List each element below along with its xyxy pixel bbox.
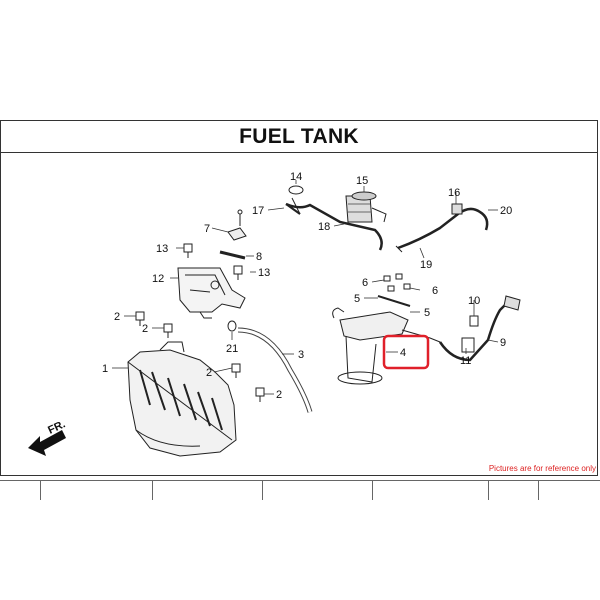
callout-number: 16 — [448, 187, 460, 199]
canister-hoses — [285, 185, 383, 251]
callout-number: 13 — [258, 267, 270, 279]
bolt — [255, 387, 265, 402]
callout-number: 2 — [114, 311, 120, 323]
highlight-box — [382, 334, 430, 370]
callout-number: 5 — [354, 293, 360, 305]
callout-number: 5 — [424, 307, 430, 319]
callout-number: 15 — [356, 175, 368, 187]
bolt — [183, 243, 193, 258]
reference-note: Pictures are for reference only — [488, 464, 596, 473]
footer-divider — [372, 480, 373, 500]
diagram-frame: FUEL TANK — [0, 120, 598, 476]
callout-number: 4 — [400, 347, 406, 359]
callout-number: 11 — [460, 355, 471, 367]
hose-clip — [227, 320, 237, 332]
callout-number: 12 — [152, 273, 164, 285]
bolt — [233, 265, 243, 280]
callout-number: 8 — [256, 251, 262, 263]
footer-divider — [152, 480, 153, 500]
title-bar: FUEL TANK — [1, 121, 597, 153]
footer-divider — [488, 480, 489, 500]
leader-lines — [112, 180, 499, 395]
callout-number: 21 — [226, 343, 238, 355]
callout-number: 17 — [252, 205, 264, 217]
footer-rule — [0, 480, 600, 481]
callout-number: 1 — [102, 363, 108, 375]
front-direction-arrow-icon: FR. — [28, 418, 67, 456]
fuel-tank-body — [127, 341, 237, 457]
tank-bracket — [177, 267, 246, 319]
callout-number: 2 — [276, 389, 282, 401]
bolt — [135, 311, 145, 326]
vent-hoses — [395, 203, 489, 253]
footer-divider — [538, 480, 539, 500]
footer-divider — [40, 480, 41, 500]
callout-number: 7 — [204, 223, 210, 235]
page-title: FUEL TANK — [239, 124, 359, 148]
footer-divider — [262, 480, 263, 500]
bolt — [163, 323, 173, 338]
fuel-cap-part — [227, 209, 247, 241]
callout-number: 2 — [206, 367, 212, 379]
callout-number: 19 — [420, 259, 432, 271]
callout-number: 6 — [362, 277, 368, 289]
callout-number: 14 — [290, 171, 302, 183]
callout-number: 2 — [142, 323, 148, 335]
drain-hose — [237, 327, 313, 413]
callout-number: 13 — [156, 243, 168, 255]
gasket-strip — [219, 250, 246, 260]
callout-number: 3 — [298, 349, 304, 361]
callout-number: 6 — [432, 285, 438, 297]
seal-washers — [377, 273, 411, 307]
callout-number: 10 — [468, 295, 480, 307]
callout-number: 18 — [318, 221, 330, 233]
fuel-pump-assembly — [332, 307, 441, 385]
callout-number: 9 — [500, 337, 506, 349]
callout-number: 20 — [500, 205, 512, 217]
front-direction-label: FR. — [46, 418, 67, 436]
callout-labels: 1 2 2 2 2 3 4 5 5 6 6 7 8 9 10 11 12 13 … — [102, 171, 512, 401]
evap-canister — [345, 191, 387, 223]
bolt — [231, 363, 241, 378]
